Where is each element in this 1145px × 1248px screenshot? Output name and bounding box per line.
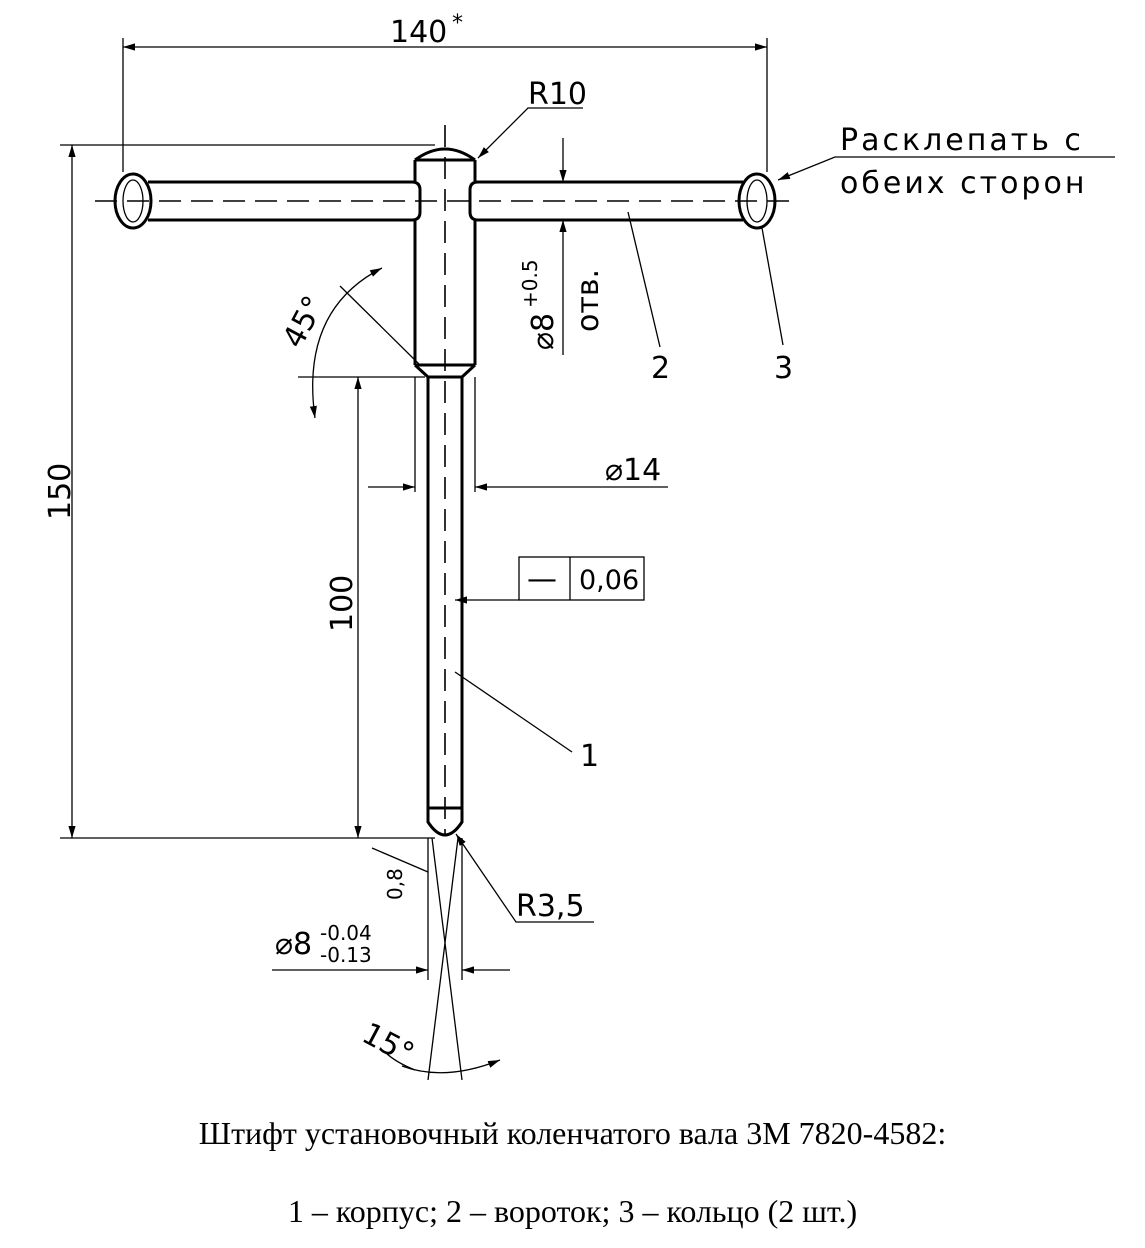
callout-1: 1 — [580, 739, 599, 774]
dim-shaft-length-label: 100 — [325, 575, 360, 632]
callout-2-leader — [627, 211, 661, 348]
rivet-note-line2: обеих сторон — [840, 166, 1087, 201]
radius-tip-label: R3,5 — [516, 889, 585, 924]
dim-shaft-tol-lower: -0.13 — [320, 943, 372, 967]
dim-hole-text: ⌀8 +0.5 — [518, 259, 561, 350]
rivet-note-line1: Расклепать с — [840, 123, 1084, 158]
radius-top-leader — [477, 107, 583, 159]
dim-hole-label: ⌀8 — [526, 313, 561, 350]
angle-tip — [384, 1051, 501, 1074]
dim-width-mark: * — [452, 11, 463, 36]
dim-shaft-tol-upper: -0.04 — [320, 921, 372, 945]
straightness-symbol: — — [527, 562, 557, 597]
caption-title: Штифт установочный коленчатого вала 3М 7… — [198, 1115, 947, 1151]
callout-3: 3 — [774, 351, 793, 386]
chamfer-label: 0,8 — [383, 868, 407, 900]
dim-head-diameter — [368, 377, 668, 492]
rivet-note-leader — [777, 156, 1115, 181]
callout-3-leader — [761, 227, 784, 346]
caption-legend: 1 – корпус; 2 – вороток; 3 – кольцо (2 ш… — [287, 1193, 858, 1229]
angle-chamfer — [309, 267, 421, 419]
callout-1-leader — [454, 671, 573, 753]
dim-hole-tolerance: +0.5 — [518, 259, 542, 308]
straightness-value: 0,06 — [579, 565, 639, 596]
straightness-frame — [455, 556, 645, 604]
dim-width — [122, 38, 768, 172]
radius-top-label: R10 — [528, 77, 587, 112]
callout-2: 2 — [651, 351, 670, 386]
dim-shaft-length — [298, 376, 425, 838]
dim-shaft-diameter-label: ⌀8 — [275, 927, 312, 962]
angle-tip-label: 15° — [356, 1016, 419, 1072]
dim-width-label: 140 — [390, 15, 447, 50]
dim-head-diameter-label: ⌀14 — [605, 453, 661, 488]
dim-height-label: 150 — [43, 463, 78, 520]
radius-tip-leader — [455, 833, 594, 923]
body-shaft — [426, 377, 464, 837]
chamfer-dim — [371, 847, 429, 873]
angle-chamfer-label: 45° — [276, 290, 332, 353]
hole-note: отв. — [571, 269, 606, 332]
tip-taper-lines — [427, 837, 463, 1081]
dim-height — [60, 144, 435, 839]
